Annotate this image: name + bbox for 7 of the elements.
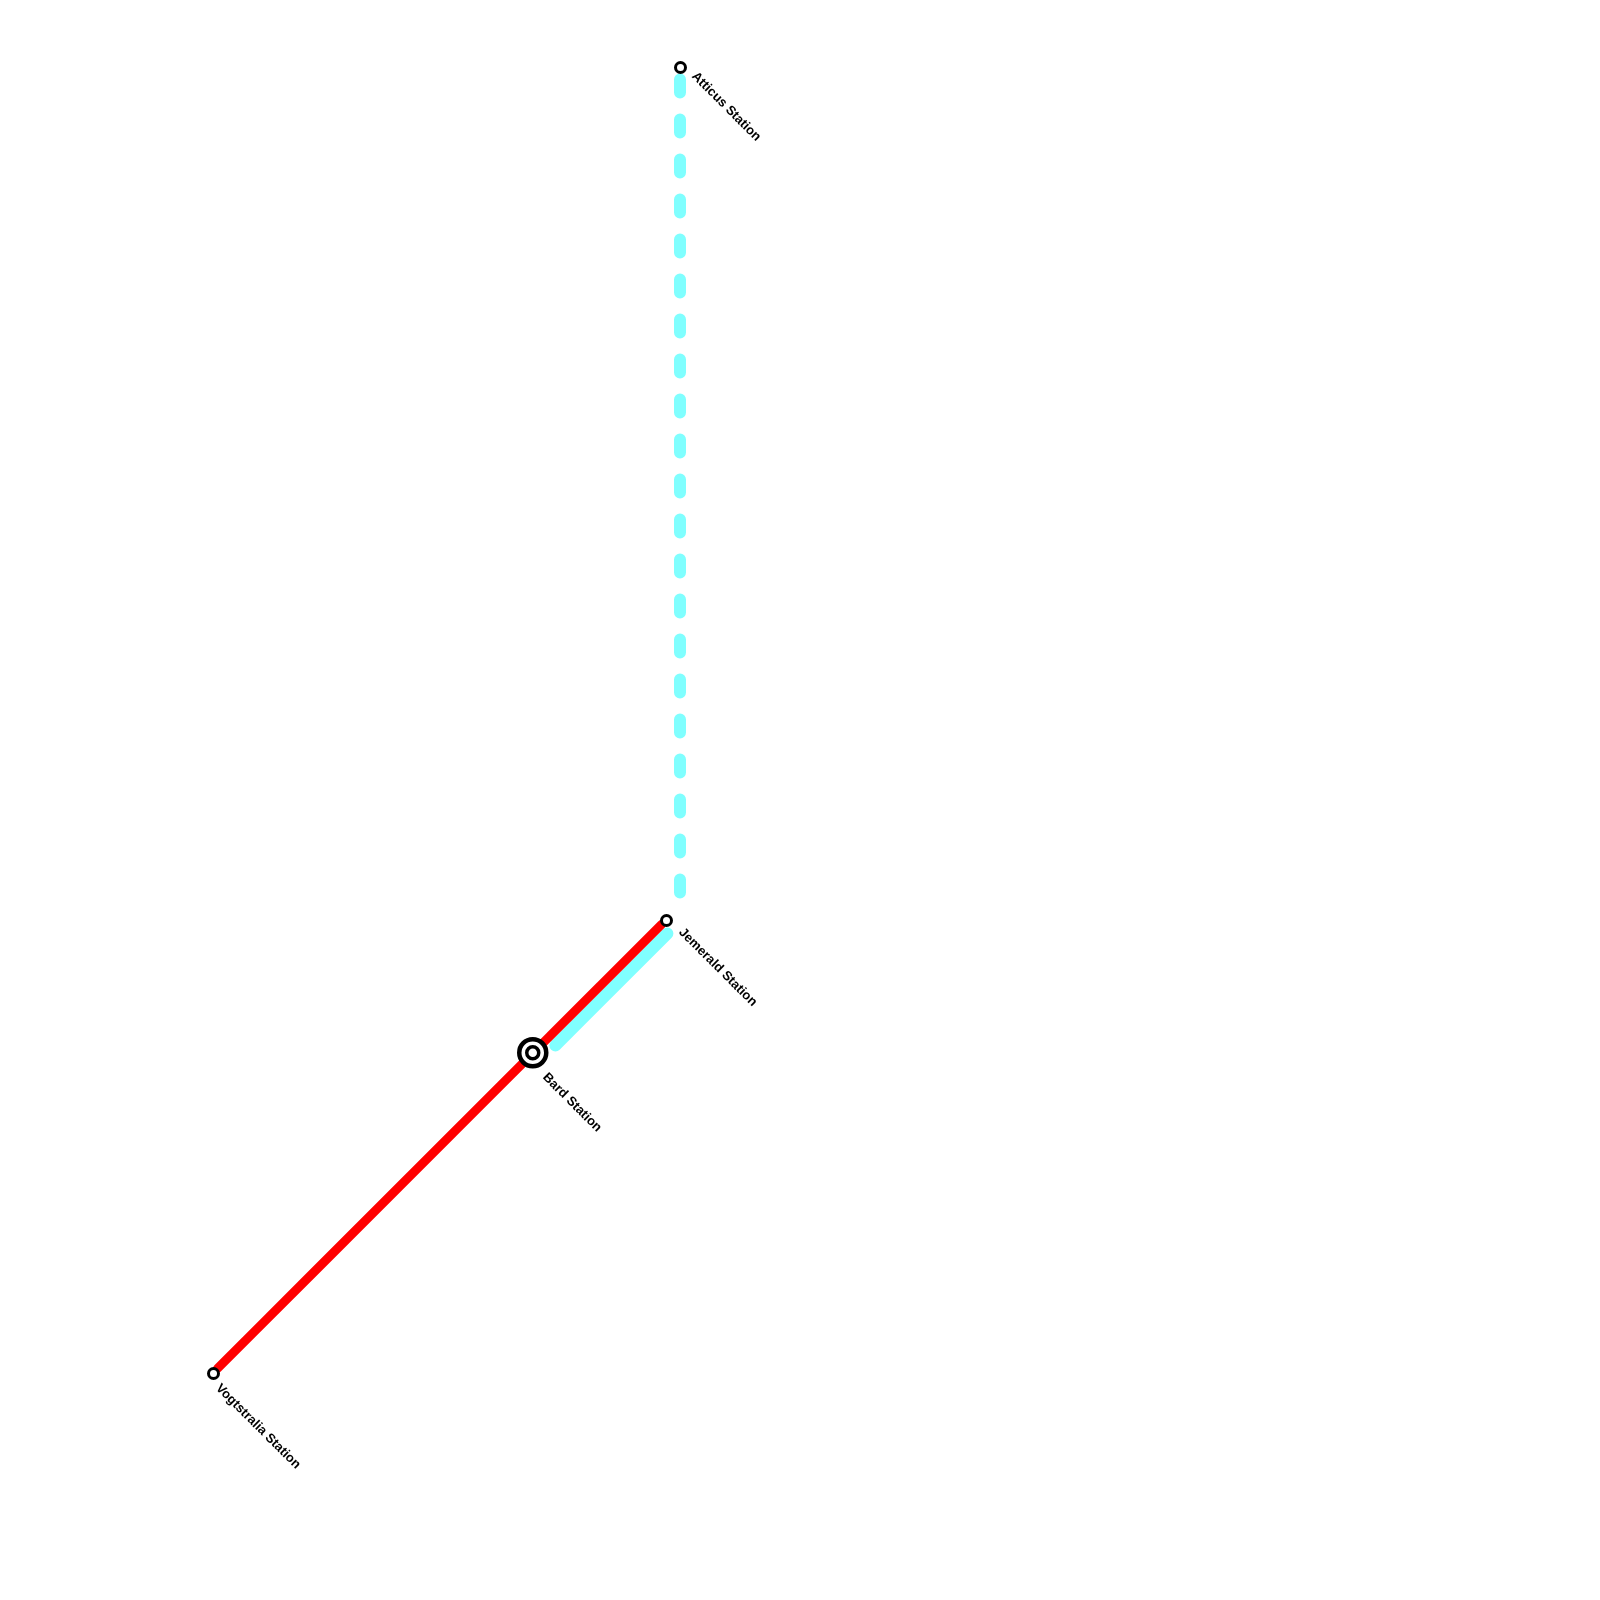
interchange-marker	[517, 1037, 549, 1069]
station-marker	[673, 60, 687, 74]
route-line	[549, 927, 674, 1052]
station-marker	[206, 1366, 220, 1380]
route-line	[539, 920, 666, 1047]
route-line	[213, 1059, 527, 1373]
station-marker	[659, 913, 673, 927]
